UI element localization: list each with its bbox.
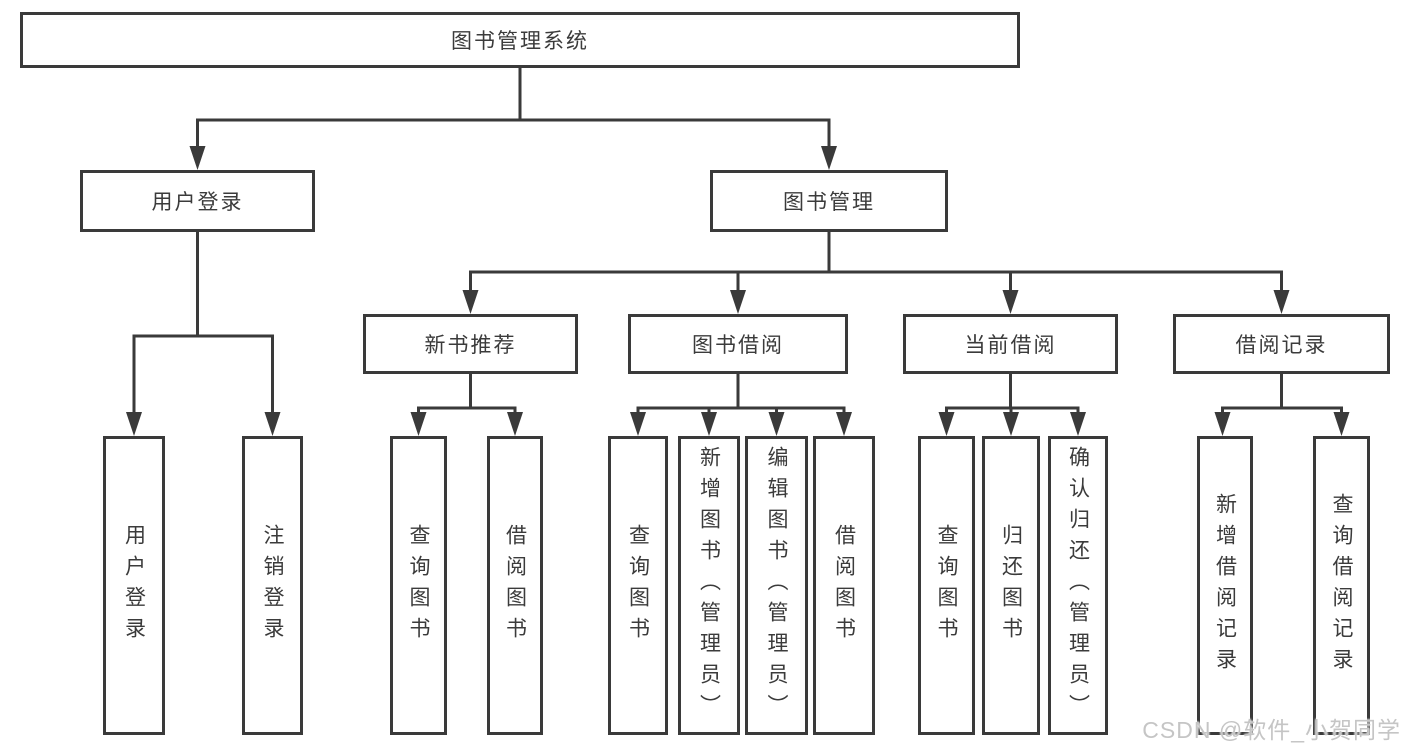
node-book-management-label: 图书管理	[783, 191, 875, 214]
node-current-borrowing: 当前借阅	[903, 314, 1118, 374]
node-new-book-recommend: 新书推荐	[363, 314, 578, 374]
leaf-add-borrow-record-label: 新增借阅记录	[1213, 492, 1237, 679]
node-borrowing-records-label: 借阅记录	[1235, 334, 1328, 357]
leaf-query-books-recommend: 查询图书	[390, 436, 447, 735]
leaf-logout-login-label: 注销登录	[261, 523, 284, 648]
leaf-return-books: 归还图书	[982, 436, 1040, 735]
leaf-borrow-books-borrowing-label: 借阅图书	[832, 523, 856, 648]
leaf-query-books-current-label: 查询图书	[935, 523, 958, 648]
leaf-confirm-return-admin-label: 确认归还（管理员）	[1066, 446, 1090, 725]
leaf-logout-login: 注销登录	[242, 436, 303, 735]
leaf-query-books-borrowing-label: 查询图书	[626, 523, 650, 648]
node-book-borrowing-label: 图书借阅	[692, 334, 784, 357]
leaf-query-books-current: 查询图书	[918, 436, 975, 735]
leaf-add-books-admin-label: 新增图书（管理员）	[697, 446, 721, 725]
leaf-return-books-label: 归还图书	[999, 523, 1023, 648]
leaf-borrow-books-recommend-label: 借阅图书	[503, 523, 527, 648]
node-borrowing-records: 借阅记录	[1173, 314, 1390, 374]
node-new-book-recommend-label: 新书推荐	[424, 334, 517, 357]
node-current-borrowing-label: 当前借阅	[964, 334, 1057, 357]
leaf-borrow-books-borrowing: 借阅图书	[813, 436, 875, 735]
leaf-query-borrow-record-label: 查询借阅记录	[1330, 492, 1353, 679]
leaf-borrow-books-recommend: 借阅图书	[487, 436, 543, 735]
leaf-edit-books-admin-label: 编辑图书（管理员）	[765, 446, 788, 725]
node-book-borrowing: 图书借阅	[628, 314, 848, 374]
leaf-add-borrow-record: 新增借阅记录	[1197, 436, 1253, 735]
leaf-query-books-recommend-label: 查询图书	[407, 523, 430, 648]
node-user-login-label: 用户登录	[151, 191, 244, 214]
leaf-user-login: 用户登录	[103, 436, 165, 735]
leaf-add-books-admin: 新增图书（管理员）	[678, 436, 740, 735]
leaf-query-books-borrowing: 查询图书	[608, 436, 668, 735]
node-user-login: 用户登录	[80, 170, 315, 232]
leaf-user-login-label: 用户登录	[122, 523, 146, 648]
leaf-query-borrow-record: 查询借阅记录	[1313, 436, 1370, 735]
leaf-edit-books-admin: 编辑图书（管理员）	[745, 436, 808, 735]
node-root-label: 图书管理系统	[451, 30, 589, 53]
node-book-management: 图书管理	[710, 170, 948, 232]
leaf-confirm-return-admin: 确认归还（管理员）	[1048, 436, 1108, 735]
watermark: CSDN @软件_小贺同学	[1142, 717, 1401, 743]
node-root: 图书管理系统	[20, 12, 1020, 68]
